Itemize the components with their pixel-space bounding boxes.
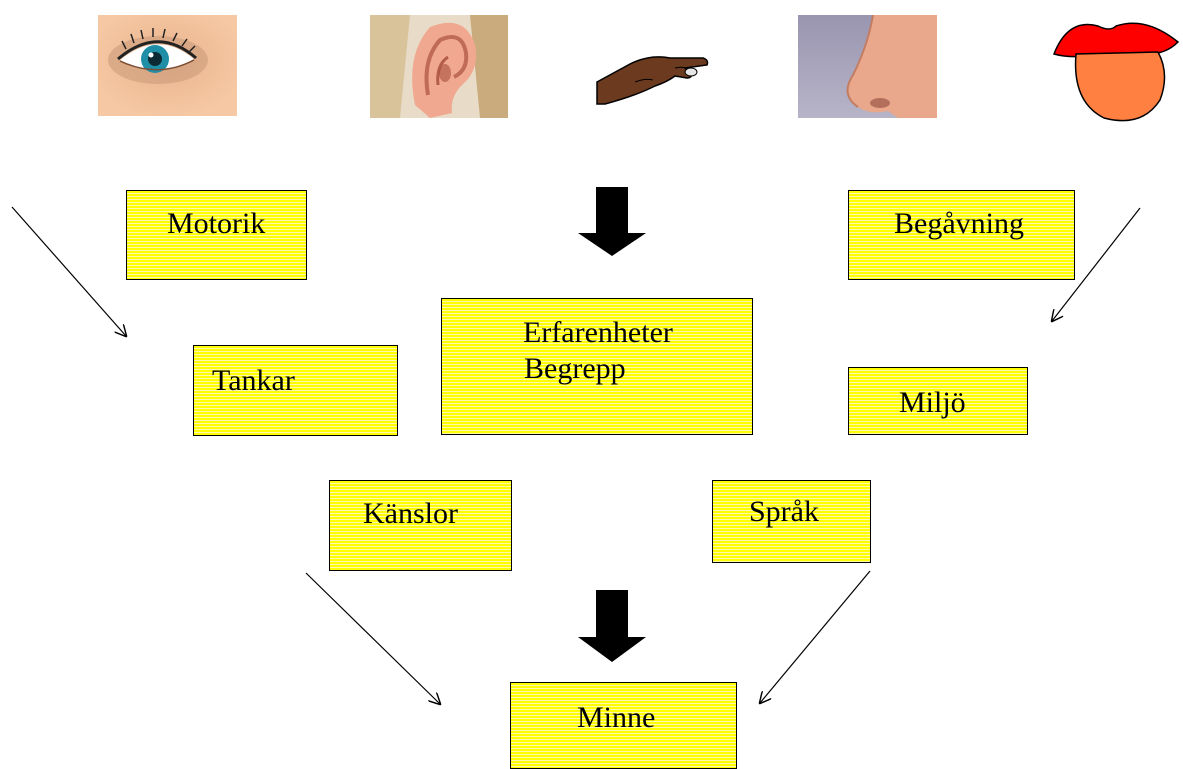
arrow-right-top — [1052, 208, 1140, 321]
arrow-right-bottom — [760, 571, 870, 703]
arrow-left-bottom — [306, 573, 440, 704]
block-arrow-bottom — [578, 590, 646, 662]
arrow-left-top — [12, 207, 126, 336]
block-arrow-top — [578, 187, 646, 256]
